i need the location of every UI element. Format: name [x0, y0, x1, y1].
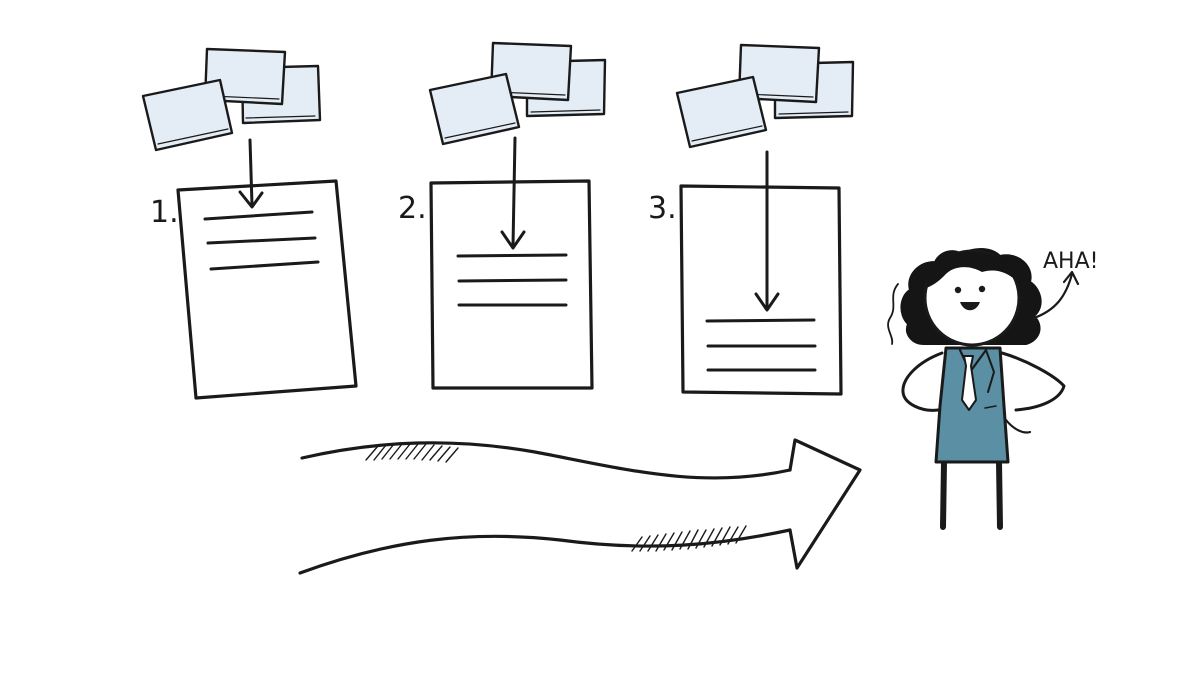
note-cards-icon	[428, 41, 607, 146]
step-3-label: 3.	[648, 191, 677, 226]
curved-arrow-icon	[298, 438, 862, 575]
note-cards-icon	[141, 47, 322, 152]
document-icon	[679, 184, 843, 396]
step-1-label: 1.	[150, 195, 179, 230]
person-icon	[887, 248, 1080, 530]
step-2-label: 2.	[398, 191, 427, 226]
document-icon	[176, 179, 358, 400]
down-arrow-icon	[754, 150, 780, 312]
down-arrow-icon	[500, 136, 526, 250]
down-arrow-icon	[238, 138, 264, 209]
step-1-group: 1.	[141, 47, 358, 400]
note-cards-icon	[675, 43, 855, 149]
speech-text: AHA!	[1043, 249, 1098, 274]
step-2-group: 2.	[398, 41, 607, 390]
step-3-group: 3.	[648, 43, 855, 396]
document-icon	[429, 179, 594, 390]
